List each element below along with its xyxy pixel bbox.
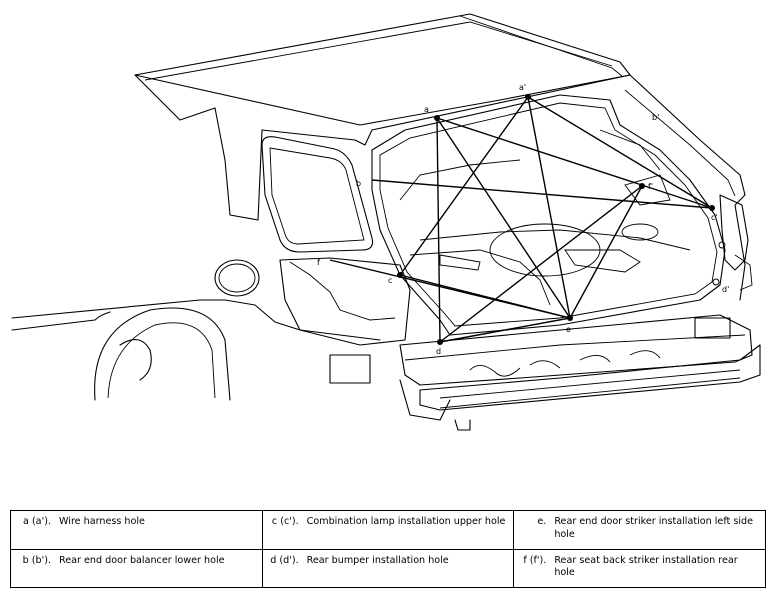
legend-cell: d (d'). Rear bumper installation hole: [261, 548, 515, 588]
label-a: a: [424, 105, 429, 114]
point-a-prime: [525, 94, 531, 100]
point-a: [434, 115, 440, 121]
legend-cell: c (c'). Combination lamp installation up…: [261, 510, 515, 550]
legend-table: a (a'). Wire harness hole c (c'). Combin…: [10, 510, 766, 588]
legend-cell: a (a'). Wire harness hole: [10, 510, 263, 550]
legend-key: d (d').: [270, 554, 299, 566]
rear-body-measurement-diagram: a a' b b' c c' d d' e f f': [11, 13, 761, 431]
label-d-prime: d': [722, 285, 729, 294]
legend-row: a (a'). Wire harness hole c (c'). Combin…: [10, 510, 766, 550]
point-labels: a a' b b' c c' d d' e f f': [317, 83, 729, 356]
point-c: [397, 272, 403, 278]
label-f: f: [317, 258, 320, 267]
label-d: d: [436, 347, 441, 356]
label-c-prime: c': [711, 213, 718, 222]
vehicle-body-outline: [11, 13, 761, 431]
legend-desc: Wire harness hole: [59, 516, 145, 527]
label-c: c: [388, 276, 392, 285]
label-f-prime: f': [648, 182, 653, 191]
legend-key: b (b').: [22, 554, 51, 566]
label-a-prime: a': [519, 83, 526, 92]
point-f-prime: [639, 183, 645, 189]
legend-key: e.: [537, 516, 547, 527]
point-d-prime: [712, 278, 720, 286]
point-e: [567, 315, 573, 321]
legend-desc: Rear seat back striker installation rear…: [554, 554, 738, 579]
label-b-prime: b': [652, 113, 659, 122]
measurement-points: [397, 94, 720, 345]
legend-row: b (b'). Rear end door balancer lower hol…: [10, 548, 766, 588]
label-e: e: [566, 325, 571, 334]
legend-desc: Rear bumper installation hole: [306, 554, 449, 566]
legend-key: a (a').: [23, 516, 51, 527]
legend-desc: Rear end door balancer lower hole: [59, 554, 225, 566]
legend-desc: Rear end door striker installation left …: [554, 516, 754, 540]
measurement-lines: [329, 96, 713, 343]
label-b: b: [356, 179, 361, 188]
legend-key: f (f').: [523, 554, 547, 566]
legend-cell: b (b'). Rear end door balancer lower hol…: [10, 548, 263, 588]
legend-cell: e. Rear end door striker installation le…: [513, 510, 766, 550]
point-b-prime: [709, 205, 715, 211]
legend-cell: f (f'). Rear seat back striker installat…: [513, 548, 766, 588]
legend-key: c (c').: [271, 516, 299, 527]
legend-desc: Combination lamp installation upper hole: [306, 516, 506, 527]
point-d: [437, 339, 443, 345]
